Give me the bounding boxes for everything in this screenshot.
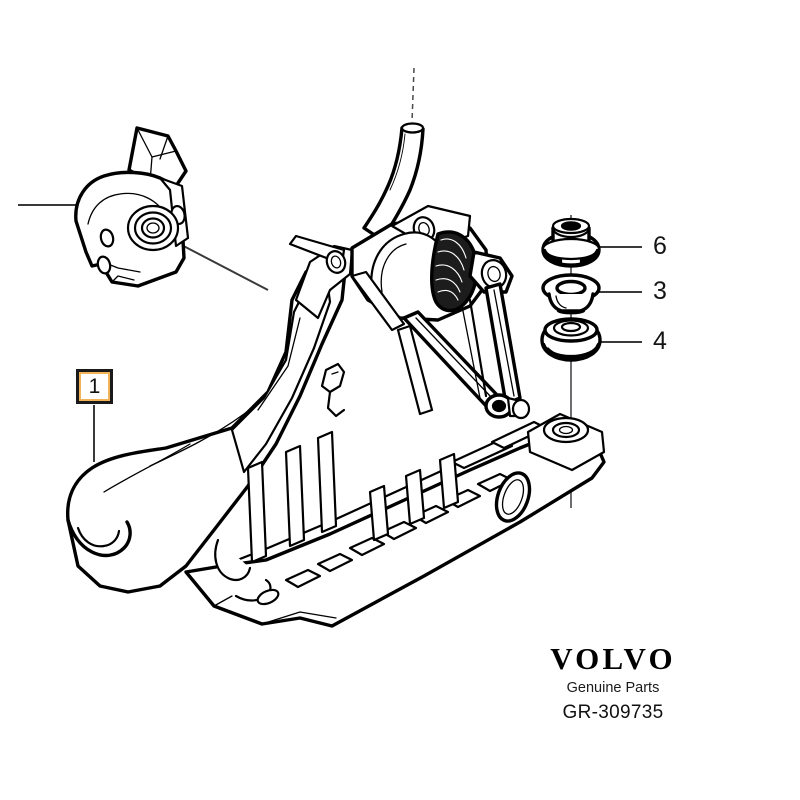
flange-nut-bore: [560, 221, 582, 231]
callout-4-label: 4: [653, 327, 667, 355]
base-plate: [184, 412, 606, 628]
mounting-bracket: [74, 126, 190, 288]
bushing-bore: [560, 321, 582, 333]
brand-block: VOLVO Genuine Parts GR-309735: [518, 643, 708, 723]
handle-lever-body: [66, 244, 354, 594]
leader-bracket-to-lever: [171, 239, 269, 291]
grommet-inner-ring: [555, 279, 587, 297]
flange-nut: [541, 217, 601, 268]
base-plate-ring-inner: [501, 479, 525, 515]
callout-6-label: 6: [653, 232, 667, 260]
callout-1-label: 1: [88, 375, 101, 398]
genuine-parts-tagline: Genuine Parts: [566, 679, 660, 696]
ratchet-mechanism: [288, 204, 531, 420]
washer-grommet: [541, 273, 601, 315]
base-plate-mount-bore: [558, 425, 574, 435]
base-plate-ribs: [246, 430, 460, 564]
callout-3-label-wrap[interactable]: 3: [653, 279, 667, 304]
callout-1[interactable]: 1: [76, 369, 113, 404]
linkage-arm-right: [484, 282, 522, 406]
lower-pivot-pin: [511, 398, 531, 420]
pivot-pin-left: [325, 250, 347, 274]
release-rod-opening: [400, 122, 425, 134]
callout-4-label-wrap[interactable]: 4: [653, 329, 667, 354]
volvo-wordmark: VOLVO: [550, 640, 676, 676]
linkage-arm-left: [396, 324, 434, 416]
callout-3-label: 3: [653, 277, 667, 305]
bracket-hole-mid-left: [99, 228, 115, 248]
callout-6-label-wrap[interactable]: 6: [653, 234, 667, 259]
bracket-hole-lower-left: [96, 255, 112, 275]
rubber-bushing: [540, 317, 602, 362]
diagram-reference-code: GR-309735: [562, 702, 664, 723]
callout-1-inner: 1: [79, 372, 110, 401]
base-plate-hole-left: [256, 588, 280, 606]
bracket-boss-bore: [146, 222, 160, 234]
ratchet-sector: [430, 230, 479, 313]
